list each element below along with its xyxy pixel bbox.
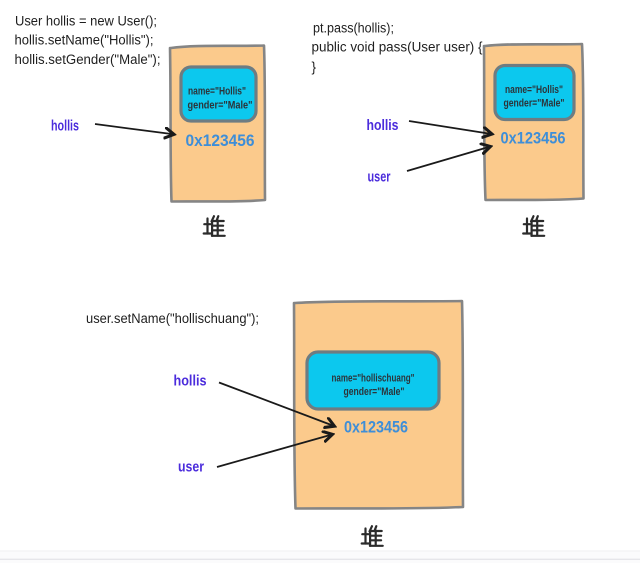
svg-text:user: user bbox=[178, 460, 204, 476]
svg-text:0x123456: 0x123456 bbox=[344, 418, 408, 437]
svg-text:user: user bbox=[368, 170, 391, 186]
svg-text:hollis: hollis bbox=[51, 119, 79, 135]
svg-text:gender="Male": gender="Male" bbox=[504, 98, 565, 110]
svg-text:hollis.setGender("Male");: hollis.setGender("Male"); bbox=[15, 52, 161, 67]
svg-text:name="Hollis": name="Hollis" bbox=[505, 84, 563, 96]
svg-text:}: } bbox=[312, 60, 317, 75]
svg-text:pt.pass(hollis);: pt.pass(hollis); bbox=[313, 20, 394, 35]
svg-text:user.setName("hollischuang");: user.setName("hollischuang"); bbox=[86, 311, 259, 326]
svg-text:hollis: hollis bbox=[174, 374, 207, 390]
svg-text:0x123456: 0x123456 bbox=[501, 129, 566, 148]
svg-text:name="hollischuang": name="hollischuang" bbox=[332, 373, 415, 385]
svg-text:hollis: hollis bbox=[367, 118, 399, 134]
svg-text:name="Hollis": name="Hollis" bbox=[188, 86, 246, 98]
svg-text:0x123456: 0x123456 bbox=[186, 131, 255, 150]
svg-text:gender="Male": gender="Male" bbox=[344, 386, 405, 398]
svg-text:User hollis = new User();: User hollis = new User(); bbox=[15, 14, 157, 29]
svg-text:public void pass(User user) {: public void pass(User user) { bbox=[312, 40, 483, 55]
svg-text:gender="Male": gender="Male" bbox=[188, 100, 253, 112]
svg-text:hollis.setName("Hollis");: hollis.setName("Hollis"); bbox=[15, 33, 154, 48]
